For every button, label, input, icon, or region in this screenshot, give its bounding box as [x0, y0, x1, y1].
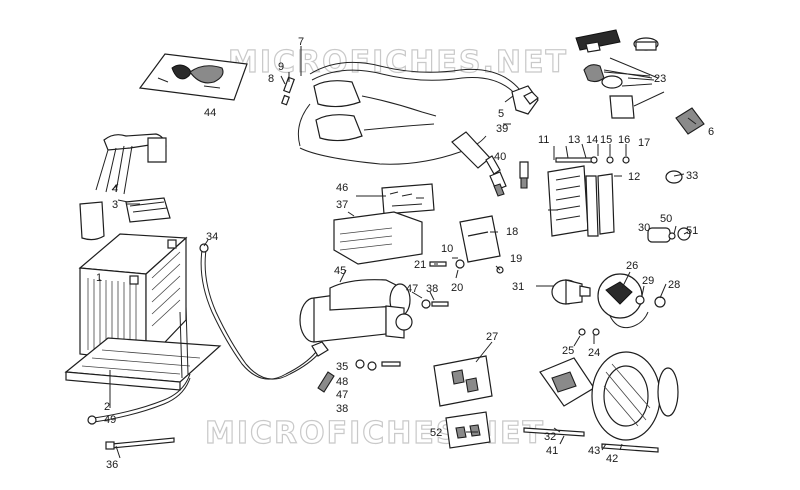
callout-35: 35 [336, 361, 348, 373]
callout-52: 52 [430, 427, 442, 439]
callout-25: 25 [562, 345, 574, 357]
battery [78, 233, 188, 364]
callout-15: 15 [600, 134, 612, 146]
ignition-switch [575, 29, 705, 135]
callout-20: 20 [451, 282, 463, 294]
callout-30: 30 [638, 222, 650, 234]
callout-26: 26 [626, 260, 638, 272]
callout-8: 8 [268, 73, 274, 85]
callout-50: 50 [660, 213, 672, 225]
callout-47b: 47 [336, 389, 348, 401]
battery-strap [79, 133, 167, 241]
brush-kit-bag-2 [445, 411, 491, 449]
callout-4: 4 [112, 183, 118, 195]
regulator [459, 215, 501, 263]
brush-kit-bag [433, 355, 493, 407]
starter-hardware [317, 299, 449, 393]
callout-48: 48 [336, 376, 348, 388]
pickup-assembly [597, 273, 666, 329]
clip-33 [665, 170, 683, 184]
callout-27: 27 [486, 331, 498, 343]
cable-tie [105, 437, 175, 450]
alternator-screws [578, 328, 600, 336]
rotor-31 [551, 279, 591, 305]
spark-plug-cap-5 [511, 85, 539, 115]
callout-44: 44 [204, 107, 216, 119]
spark-plugs [489, 161, 529, 197]
callout-47a: 47 [406, 283, 418, 295]
callout-5: 5 [498, 108, 504, 120]
callout-23: 23 [654, 73, 666, 85]
battery-tray [64, 305, 222, 391]
callout-9: 9 [278, 61, 284, 73]
callout-39: 39 [496, 123, 508, 135]
callout-13: 13 [568, 134, 580, 146]
decal-sheet [138, 53, 248, 101]
callout-17: 17 [638, 137, 650, 149]
callout-34: 34 [206, 231, 218, 243]
battery-cable-34 [199, 243, 329, 380]
callout-46: 46 [336, 182, 348, 194]
callout-14: 14 [586, 134, 598, 146]
watermark-top: MICROFICHES.NET [228, 45, 568, 80]
battery-cover [125, 197, 171, 223]
junction-box [547, 156, 630, 237]
alternator [523, 351, 679, 453]
callout-37: 37 [336, 199, 348, 211]
callout-6: 6 [708, 126, 714, 138]
callout-32: 32 [544, 431, 556, 443]
callout-42: 42 [606, 453, 618, 465]
callout-18: 18 [506, 226, 518, 238]
callout-43: 43 [588, 445, 600, 457]
callout-31: 31 [512, 281, 524, 293]
ground-cable-49 [87, 373, 191, 425]
starter-motor [299, 279, 413, 343]
callout-21: 21 [414, 259, 426, 271]
callout-28: 28 [668, 279, 680, 291]
callout-7: 7 [298, 36, 304, 48]
callout-38b: 38 [336, 403, 348, 415]
callout-36: 36 [106, 459, 118, 471]
callout-12: 12 [628, 171, 640, 183]
callout-16: 16 [618, 134, 630, 146]
callout-19: 19 [510, 253, 522, 265]
callout-10: 10 [441, 243, 453, 255]
callout-51: 51 [686, 225, 698, 237]
callout-3: 3 [112, 199, 118, 211]
condenser-30 [647, 227, 691, 243]
callout-33: 33 [686, 170, 698, 182]
callout-11: 11 [538, 134, 549, 146]
spark-plug-cap-39 [451, 131, 501, 175]
regulator-hardware [429, 259, 504, 274]
callout-29: 29 [642, 275, 654, 287]
watermark-bottom: MICROFICHES.NET [205, 416, 545, 451]
callout-24: 24 [588, 347, 600, 359]
leader-lines [109, 46, 697, 459]
callout-38a: 38 [426, 283, 438, 295]
callout-labels: 1 2 3 4 5 6 7 8 9 10 11 12 13 14 15 16 1… [96, 36, 714, 471]
callout-40: 40 [494, 151, 506, 163]
callout-41: 41 [546, 445, 558, 457]
callout-45: 45 [334, 265, 346, 277]
starter-cover [333, 211, 423, 265]
callout-1: 1 [96, 272, 102, 284]
ignition-coils [280, 61, 521, 165]
callout-2: 2 [104, 401, 110, 413]
label-sheet [381, 183, 435, 215]
callout-49: 49 [104, 414, 116, 426]
